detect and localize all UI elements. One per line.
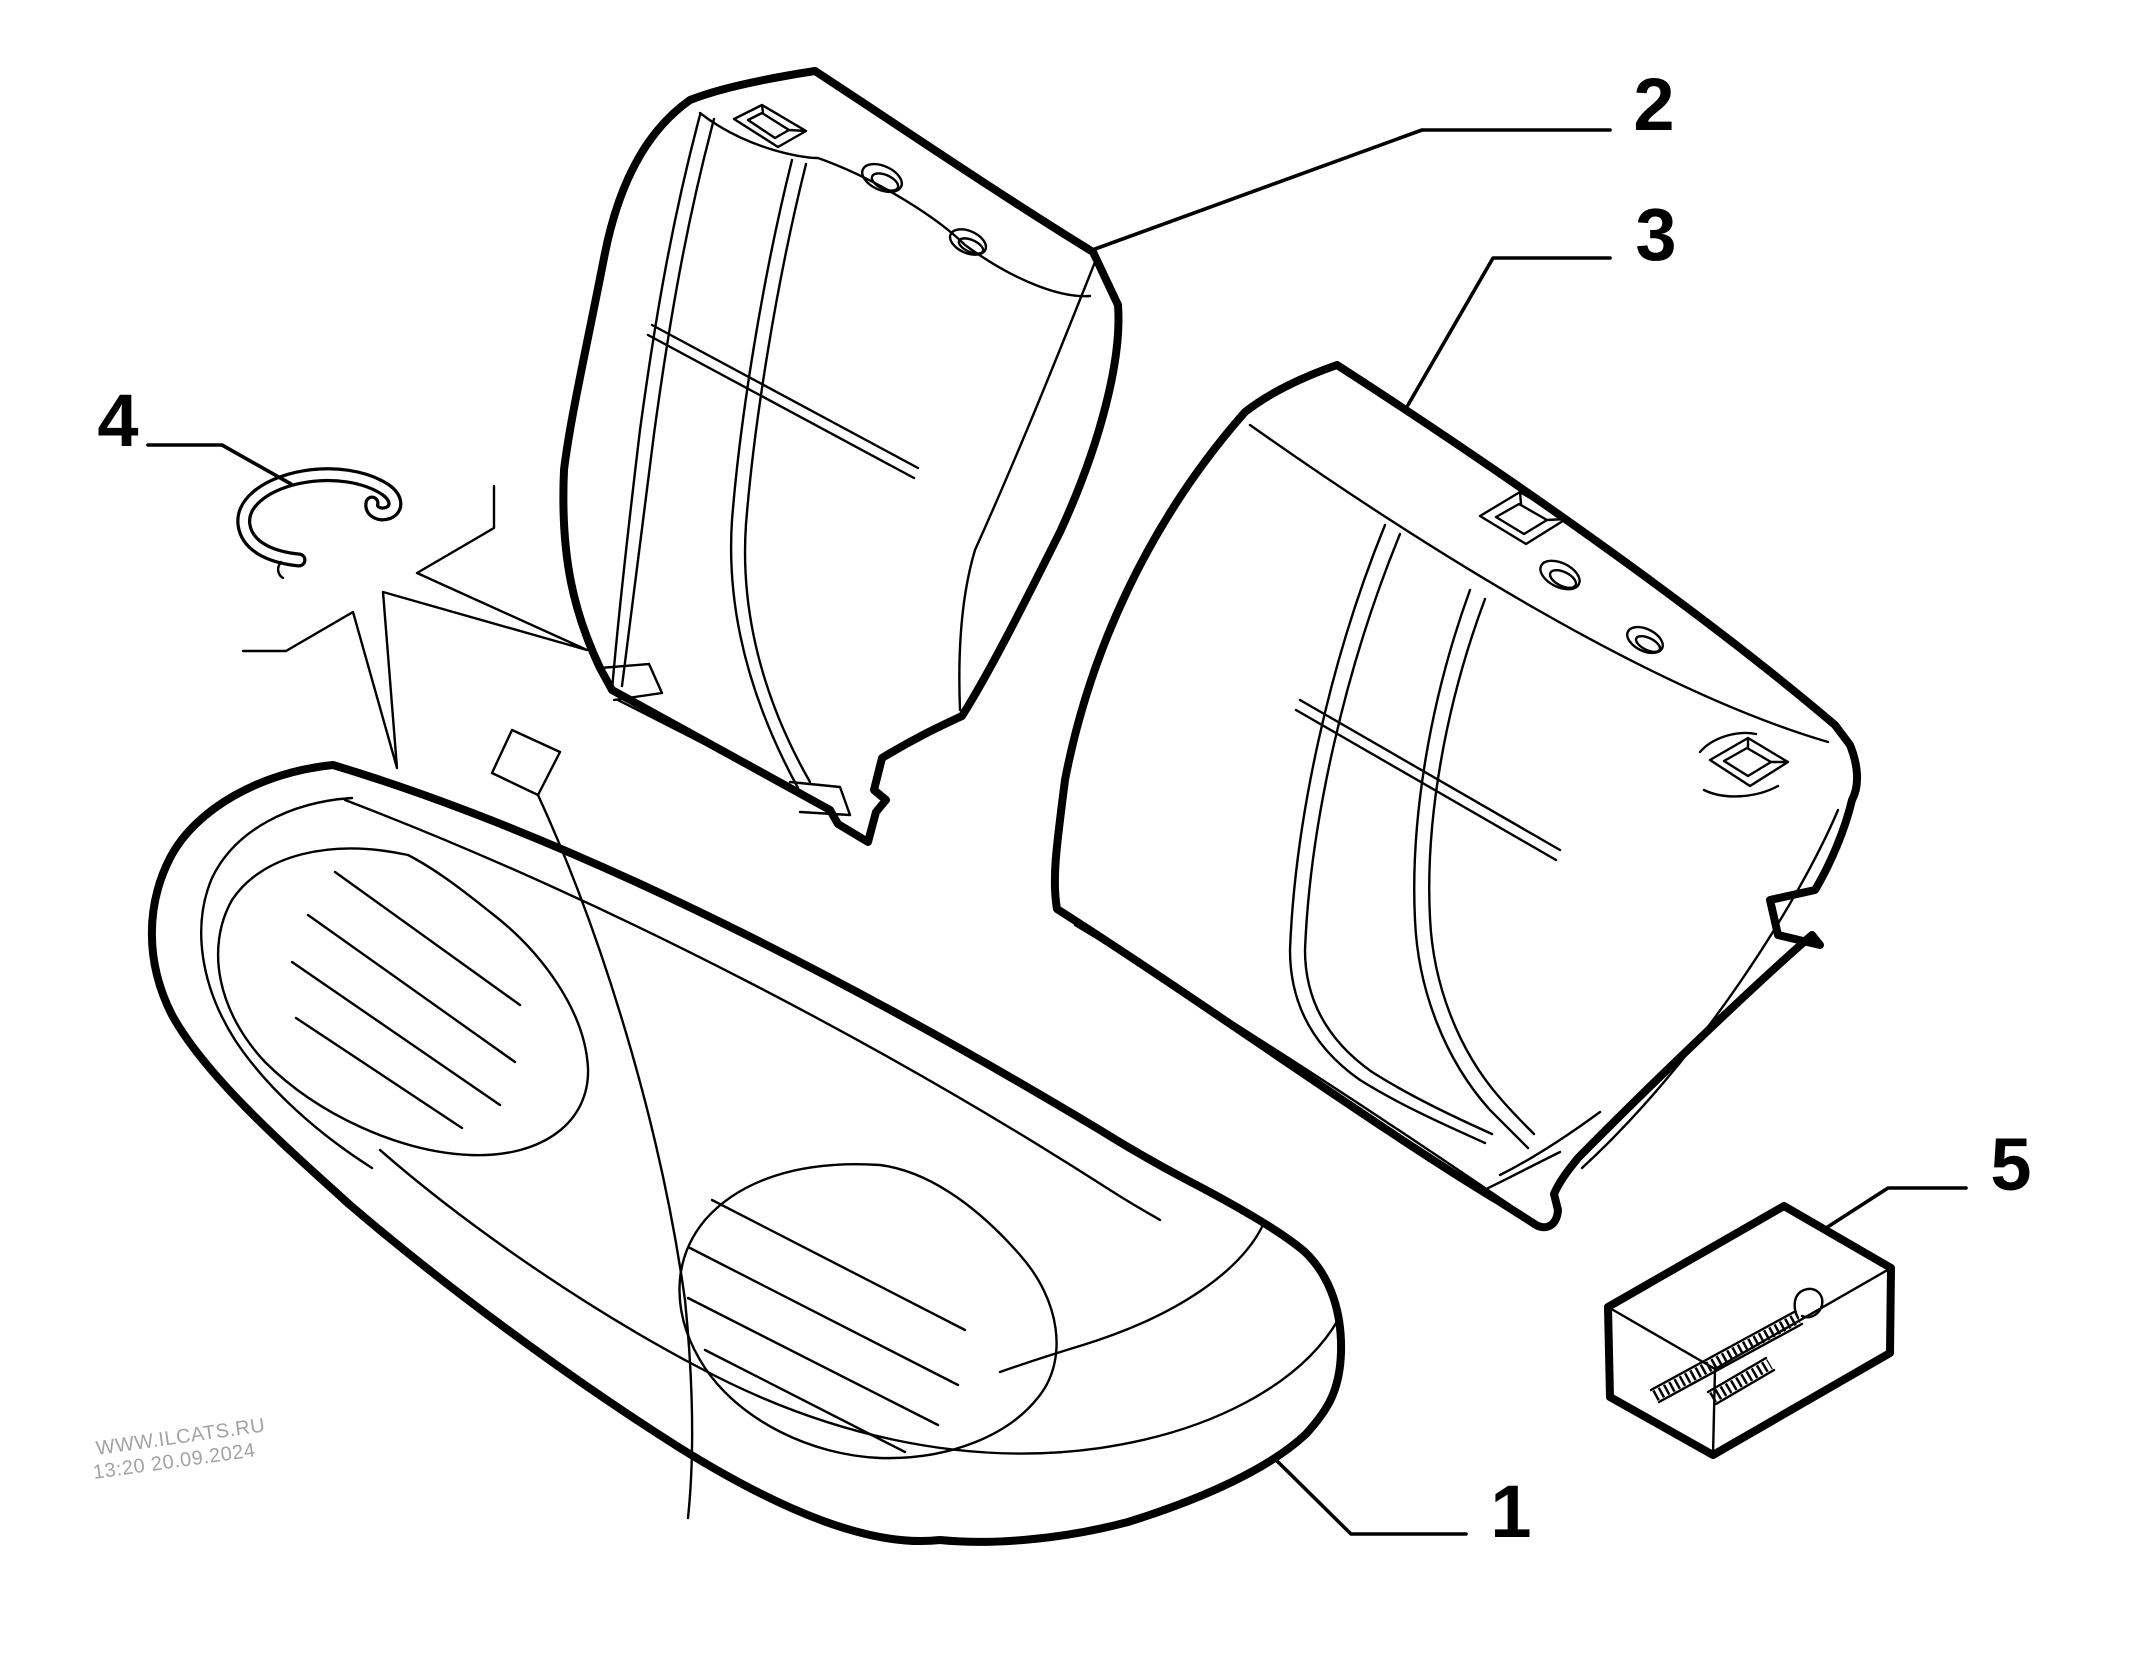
cushion-bottom-rim-line [378, 1148, 1340, 1455]
right-backrest-oval-holes [1539, 559, 1664, 655]
kit-zipper-strip-rails [1706, 1356, 1776, 1406]
left-backrest-bottom-flap [788, 780, 852, 817]
cushion-center-seam [536, 793, 694, 1520]
hook-clip-end-squiggle [276, 560, 285, 580]
kit-zipper-strip [1709, 1359, 1773, 1403]
left-backrest-drawing [559, 67, 1123, 846]
right-backrest-right-welt [1580, 808, 1840, 1170]
kit-zipper-pull-tab [1793, 1287, 1824, 1320]
left-backrest-right-seam [729, 158, 812, 790]
hook-pointer-arrows [241, 484, 589, 770]
cushion-right-seat-ring [678, 1163, 1058, 1460]
right-backrest-top-welt [1248, 423, 1830, 744]
part-number-label-1: 1 [1490, 1470, 1531, 1553]
right-backrest-tip-welts [1478, 1110, 1602, 1194]
cushion-right-bolster-line [998, 1225, 1264, 1374]
callout-line-4 [146, 443, 293, 486]
left-backrest-side-welt [958, 260, 1097, 712]
cushion-right-seat-ribs [686, 1198, 967, 1454]
left-backrest-outline [559, 67, 1123, 846]
retaining-hook-drawing [236, 467, 403, 580]
cushion-back-bolster-line [343, 798, 1162, 1222]
part-number-label-2: 2 [1633, 63, 1674, 146]
right-backrest-bottom-welt [1073, 923, 1512, 1207]
left-backrest-cross-seam [646, 323, 920, 480]
part-number-label-3: 3 [1635, 193, 1676, 276]
cushion-left-rim-line [200, 796, 374, 1170]
right-backrest-right-seam [1413, 588, 1536, 1150]
right-backrest-left-seam [1288, 523, 1494, 1145]
right-backrest-corner-hole [1708, 736, 1790, 788]
left-backrest-headrest-hole [732, 103, 808, 149]
left-backrest-corner-flap [598, 662, 664, 702]
left-backrest-top-welt [698, 111, 1092, 298]
cushion-left-seat-ring [216, 847, 590, 1157]
hook-clip-body-inner [239, 470, 400, 565]
part-number-label-5: 5 [1990, 1123, 2031, 1206]
fastener-kit-box-drawing [1604, 1202, 1895, 1459]
left-backrest-left-seam [610, 113, 716, 692]
left-backrest-bottom-inner [616, 698, 828, 808]
callout-line-1 [1272, 1456, 1468, 1536]
right-backrest-drawing [1050, 361, 1861, 1232]
seat-cushion-drawing [147, 728, 1346, 1546]
callout-line-2 [1093, 128, 1612, 251]
kit-box-inner-edges [1606, 1266, 1893, 1457]
cushion-outline [147, 761, 1346, 1546]
part-number-label-4: 4 [97, 379, 138, 462]
right-backrest-cross-seam [1294, 698, 1562, 862]
right-backrest-headrest-hole [1478, 490, 1568, 546]
kit-zipper-rails [1649, 1310, 1804, 1404]
callout-line-5 [1824, 1186, 1968, 1230]
right-backrest-outline [1050, 361, 1861, 1232]
cushion-left-seat-ribs [290, 870, 522, 1130]
callout-line-3 [1406, 256, 1612, 407]
watermark: WWW.ILCATS.RU 13:20 20.09.2024 [92, 1414, 267, 1484]
callout-leader-lines [146, 128, 1968, 1536]
right-backrest-corner-pocket [1698, 731, 1780, 798]
cushion-center-flap [490, 728, 562, 797]
